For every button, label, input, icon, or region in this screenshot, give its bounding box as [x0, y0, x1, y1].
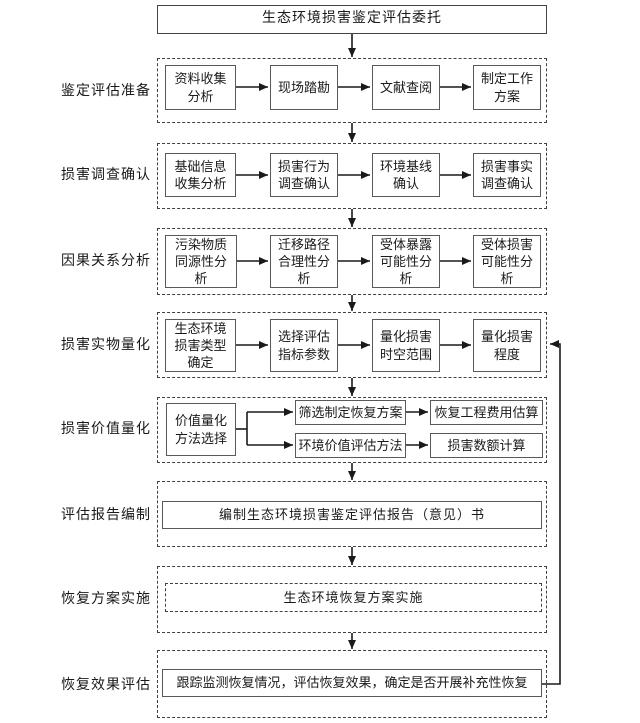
stage-label-investigation: 损害调查确认	[61, 168, 151, 183]
box-site-survey: 现场踏勘	[270, 65, 338, 110]
box-damage-fact: 损害事实 调查确认	[473, 153, 541, 197]
box-env-value-method: 环境价值评估方法	[295, 433, 406, 458]
box-report-compilation: 编制生态环境损害鉴定评估报告（意见）书	[162, 501, 542, 529]
stage-container-investigation	[157, 143, 547, 209]
box-damage-behavior: 损害行为 调查确认	[270, 153, 338, 197]
box-restoration-plan: 筛选制定恢复方案	[295, 400, 406, 425]
box-value-method-select: 价值量化 方法选择	[166, 403, 236, 456]
box-basic-info: 基础信息 收集分析	[165, 153, 236, 197]
stage-container-causality	[157, 228, 547, 295]
box-receptor-damage: 受体损害 可能性分 析	[473, 235, 541, 288]
stage-label-value-quant: 损害价值量化	[61, 422, 151, 437]
stage-label-causality: 因果关系分析	[61, 254, 151, 269]
stage-label-implementation: 恢复方案实施	[61, 592, 151, 607]
stage-container-effect-eval	[157, 650, 547, 718]
box-damage-degree: 量化损害 程度	[473, 319, 541, 372]
box-work-plan: 制定工作 方案	[473, 65, 541, 110]
box-data-collection: 资料收集 分析	[165, 65, 236, 110]
box-receptor-exposure: 受体暴露 可能性分 析	[372, 235, 440, 288]
stage-container-report	[157, 481, 547, 547]
box-tracking-monitoring: 跟踪监测恢复情况，评估恢复效果，确定是否开展补充性恢复	[162, 669, 542, 697]
box-env-baseline: 环境基线 确认	[372, 153, 440, 197]
feedback-loop-arrow	[542, 340, 561, 685]
box-migration-path: 迁移路径 合理性分 析	[270, 235, 338, 288]
value-branch-arrows	[236, 408, 428, 449]
stage-label-effect-eval: 恢复效果评估	[61, 678, 151, 693]
box-damage-type: 生态环境 损害类型 确定	[165, 319, 236, 372]
box-literature-review: 文献查阅	[372, 65, 440, 110]
box-damage-amount-calc: 损害数额计算	[430, 433, 543, 458]
box-restoration-implementation: 生态环境恢复方案实施	[165, 583, 542, 612]
stage-container-preparation	[157, 58, 547, 123]
box-project-cost-estimate: 恢复工程费用估算	[430, 400, 543, 425]
stage-container-value-quant	[157, 397, 547, 463]
box-pollutant-homology: 污染物质 同源性分 析	[165, 235, 237, 288]
box-flow-arrows	[236, 83, 471, 349]
stage-container-physical-quant	[157, 312, 547, 378]
stage-label-report: 评估报告编制	[61, 508, 151, 523]
box-index-parameters: 选择评估 指标参数	[270, 319, 338, 372]
box-spatiotemporal: 量化损害 时空范围	[372, 319, 440, 372]
stage-label-preparation: 鉴定评估准备	[61, 84, 151, 99]
box-entrust: 生态环境损害鉴定评估委托	[157, 5, 547, 34]
stage-container-implementation	[157, 566, 547, 633]
stage-label-physical-quant: 损害实物量化	[61, 338, 151, 353]
